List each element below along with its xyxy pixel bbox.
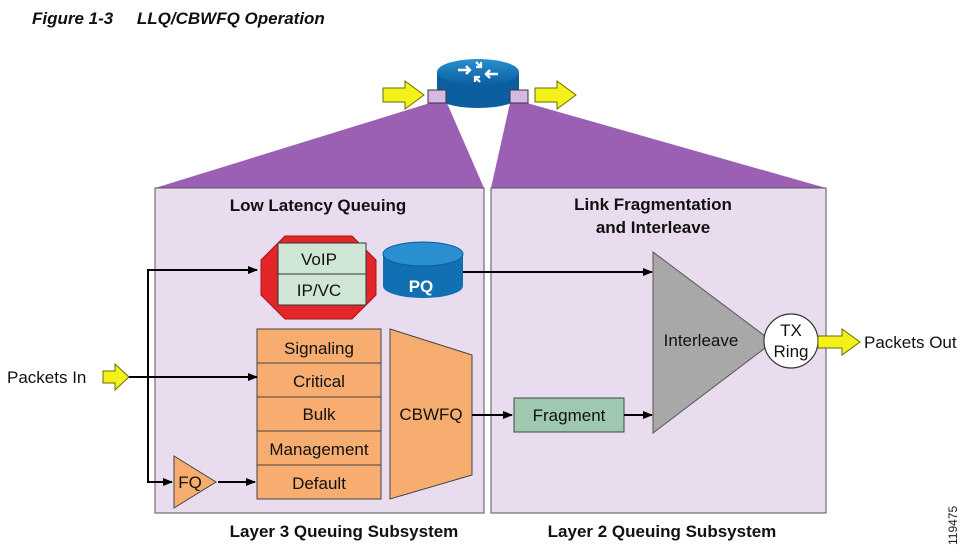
figure-id: 119475 [946, 505, 960, 545]
management-label: Management [269, 440, 369, 459]
ring-label: Ring [774, 342, 809, 361]
packets-in-label: Packets In [7, 368, 86, 387]
router-icon [437, 59, 519, 108]
lfi-heading-line2: and Interleave [596, 218, 710, 237]
flow-connectors [129, 266, 653, 486]
cbwfq-label: CBWFQ [399, 405, 462, 424]
pq-label: PQ [409, 277, 434, 296]
tx-label: TX [780, 321, 802, 340]
priority-class-cell [277, 273, 367, 306]
cbwfq-class-box [256, 430, 382, 466]
lfi-heading-line1: Link Fragmentation [574, 195, 732, 214]
layer3-caption: Layer 3 Queuing Subsystem [230, 522, 459, 541]
ipvc-label: IP/VC [297, 281, 341, 300]
figure-number: Figure 1-3 [32, 9, 114, 28]
cbwfq-class-box [256, 396, 382, 432]
l3-purple-band [155, 103, 484, 188]
interleave-scheduler [652, 251, 774, 435]
packets-out-label: Packets Out [864, 333, 957, 352]
priority-class-cell [277, 242, 367, 275]
cbwfq-class-box [256, 464, 382, 500]
pq-cylinder [382, 241, 464, 298]
router-interface-in [427, 89, 447, 104]
router-arrow-out [534, 80, 577, 110]
router-arrow-in [382, 80, 425, 110]
cbwfq-class-box [256, 328, 382, 364]
figure-caption: LLQ/CBWFQ Operation [136, 9, 325, 28]
router-interface-out [509, 89, 529, 104]
fq-scheduler [173, 455, 217, 509]
l2-purple-band [491, 103, 826, 188]
llq-heading: Low Latency Queuing [230, 196, 407, 215]
cbwfq-scheduler [389, 328, 473, 500]
interleave-label: Interleave [664, 331, 739, 350]
figure-title: Figure 1-3 LLQ/CBWFQ Operation [32, 9, 325, 29]
voip-label: VoIP [301, 250, 337, 269]
critical-label: Critical [293, 372, 345, 391]
packets-out-arrow [817, 328, 861, 356]
default-label: Default [292, 474, 346, 493]
layer2-caption: Layer 2 Queuing Subsystem [548, 522, 777, 541]
signaling-label: Signaling [284, 339, 354, 358]
fragment-label: Fragment [533, 406, 606, 425]
fragment-box [513, 397, 625, 433]
bulk-label: Bulk [302, 405, 336, 424]
fq-label: FQ [178, 473, 202, 492]
packets-in-arrow [102, 362, 130, 392]
